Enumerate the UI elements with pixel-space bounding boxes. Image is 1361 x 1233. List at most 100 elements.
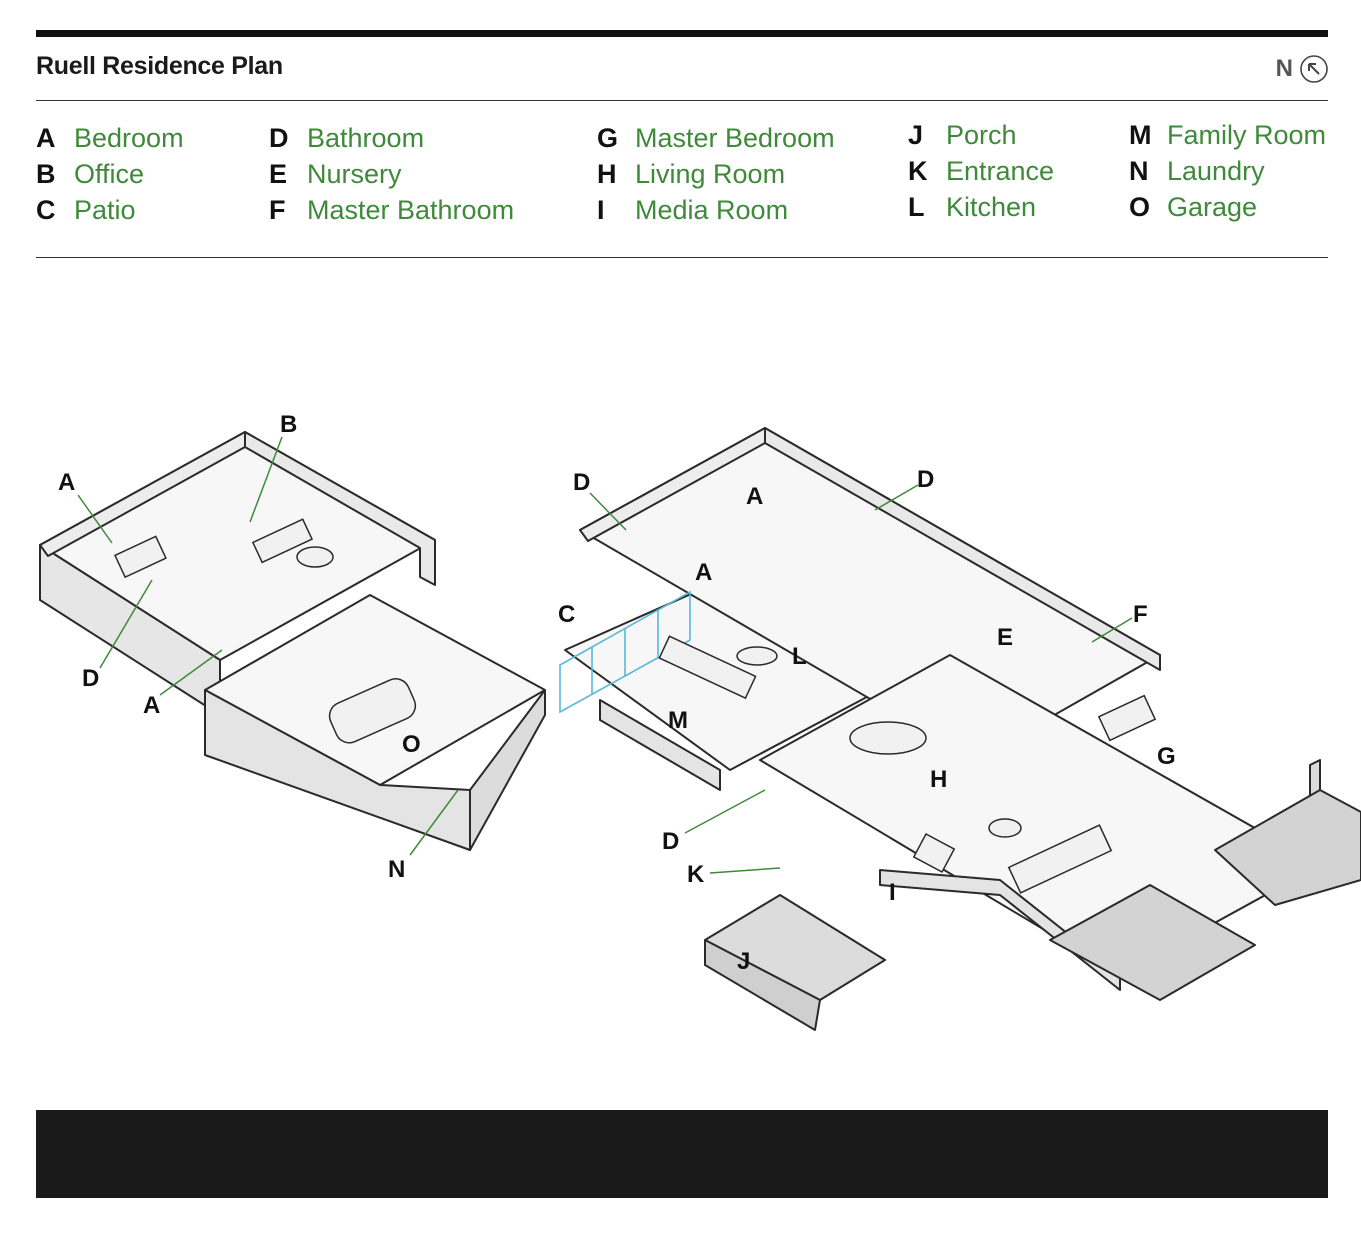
office-sofa (251, 518, 314, 564)
legend-item: B Office (36, 159, 184, 195)
kitchen-island (658, 635, 757, 700)
legend-item: N Laundry (1129, 156, 1326, 192)
legend-key: E (269, 159, 288, 189)
legend-room-name: Bathroom (307, 123, 425, 153)
coffee-table (988, 818, 1022, 838)
legend-room-name: Porch (946, 120, 1017, 150)
legend-item: K Entrance (908, 156, 1054, 192)
garage-right-wall (469, 689, 546, 851)
dining-table (849, 721, 927, 755)
plan-label: D (917, 466, 934, 493)
plan-label: G (1157, 743, 1176, 770)
plan-label: O (402, 731, 421, 758)
plan-label: E (997, 624, 1013, 651)
terrace-east (1049, 884, 1256, 1001)
north-label: N (1275, 55, 1293, 82)
legend-room-name: Entrance (946, 156, 1055, 186)
terrace-south (1214, 789, 1361, 906)
legend-item: J Porch (908, 120, 1054, 156)
plan-label: A (746, 483, 763, 510)
legend-item: D Bathroom (269, 123, 514, 159)
office-table (296, 546, 334, 568)
plan-label: D (662, 828, 679, 855)
legend-key: F (269, 195, 286, 225)
legend-column-1: A Bedroom B Office C Patio (36, 123, 184, 231)
isometric-floor-plan: B A D A O N C D A D A L M E F H G D K I … (39, 411, 1361, 1031)
legend-key: I (597, 195, 605, 225)
legend-key: H (597, 159, 617, 189)
legend-key: G (597, 123, 619, 153)
plan-label: A (58, 469, 75, 496)
legend-item: A Bedroom (36, 123, 184, 159)
legend-key: L (908, 192, 925, 222)
media-tv (912, 832, 956, 874)
center-front-wall (599, 699, 721, 791)
legend-room-name: Office (74, 159, 145, 189)
plan-label: L (792, 643, 807, 670)
legend-key: J (908, 120, 924, 150)
patio-glass-wall (559, 590, 691, 714)
plan-label: D (82, 665, 99, 692)
legend-key: C (36, 195, 56, 225)
left-wing-side-wall (244, 431, 436, 586)
legend-item: O Garage (1129, 192, 1326, 228)
top-rule (36, 30, 1328, 37)
legend-key: N (1129, 156, 1149, 186)
master-bed (1097, 694, 1157, 742)
legend-room-name: Bedroom (74, 123, 184, 153)
north-indicator: N (1276, 54, 1329, 84)
legend-room-name: Living Room (635, 159, 786, 189)
kitchen-table (736, 646, 778, 666)
legend-item: L Kitchen (908, 192, 1054, 228)
garage-car (328, 678, 417, 744)
legend-rule (36, 257, 1328, 258)
sofa (1007, 824, 1113, 894)
plan-label: F (1133, 601, 1148, 628)
legend-room-name: Laundry (1167, 156, 1265, 186)
plan-label: A (695, 559, 712, 586)
legend-key: A (36, 123, 56, 153)
bed (113, 535, 167, 579)
legend-room-name: Patio (74, 195, 136, 225)
plan-label: A (143, 692, 160, 719)
header-rule (36, 100, 1328, 101)
legend-item: H Living Room (597, 159, 835, 195)
legend-room-name: Master Bedroom (635, 123, 835, 153)
porch-floor (704, 894, 886, 1001)
legend-column-3: G Master Bedroom H Living Room I Media Room (597, 123, 835, 231)
plan-label: D (573, 469, 590, 496)
plan-label: K (687, 861, 705, 888)
right-wing-outer-wall (764, 427, 1161, 671)
plan-label: H (930, 766, 947, 793)
legend-room-name: Garage (1167, 192, 1258, 222)
legend-key: B (36, 159, 56, 189)
legend-key: O (1129, 192, 1151, 222)
legend-room-name: Master Bathroom (307, 195, 515, 225)
porch-base (704, 939, 821, 1031)
legend-item: G Master Bedroom (597, 123, 835, 159)
legend-item: F Master Bathroom (269, 195, 514, 231)
plan-label: M (668, 707, 688, 734)
plan-label: J (737, 948, 750, 975)
north-arrow-icon (1300, 55, 1328, 83)
footer-bar (36, 1110, 1328, 1198)
legend-item: I Media Room (597, 195, 835, 231)
legend-key: K (908, 156, 928, 186)
legend-key: D (269, 123, 289, 153)
plan-label: N (388, 856, 405, 883)
legend-room-name: Kitchen (946, 192, 1037, 222)
legend-room-name: Nursery (307, 159, 402, 189)
legend-item: C Patio (36, 195, 184, 231)
legend-room-name: Media Room (635, 195, 789, 225)
legend-column-4: J Porch K Entrance L Kitchen (908, 120, 1054, 228)
legend-column-2: D Bathroom E Nursery F Master Bathroom (269, 123, 514, 231)
right-wing-front-wall (879, 869, 1121, 991)
plan-label: B (280, 411, 297, 438)
page-title: Ruell Residence Plan (36, 52, 283, 80)
leader-lines (77, 436, 1133, 874)
legend-key: M (1129, 120, 1152, 150)
plan-label: C (558, 601, 575, 628)
plan-label: I (889, 879, 896, 906)
